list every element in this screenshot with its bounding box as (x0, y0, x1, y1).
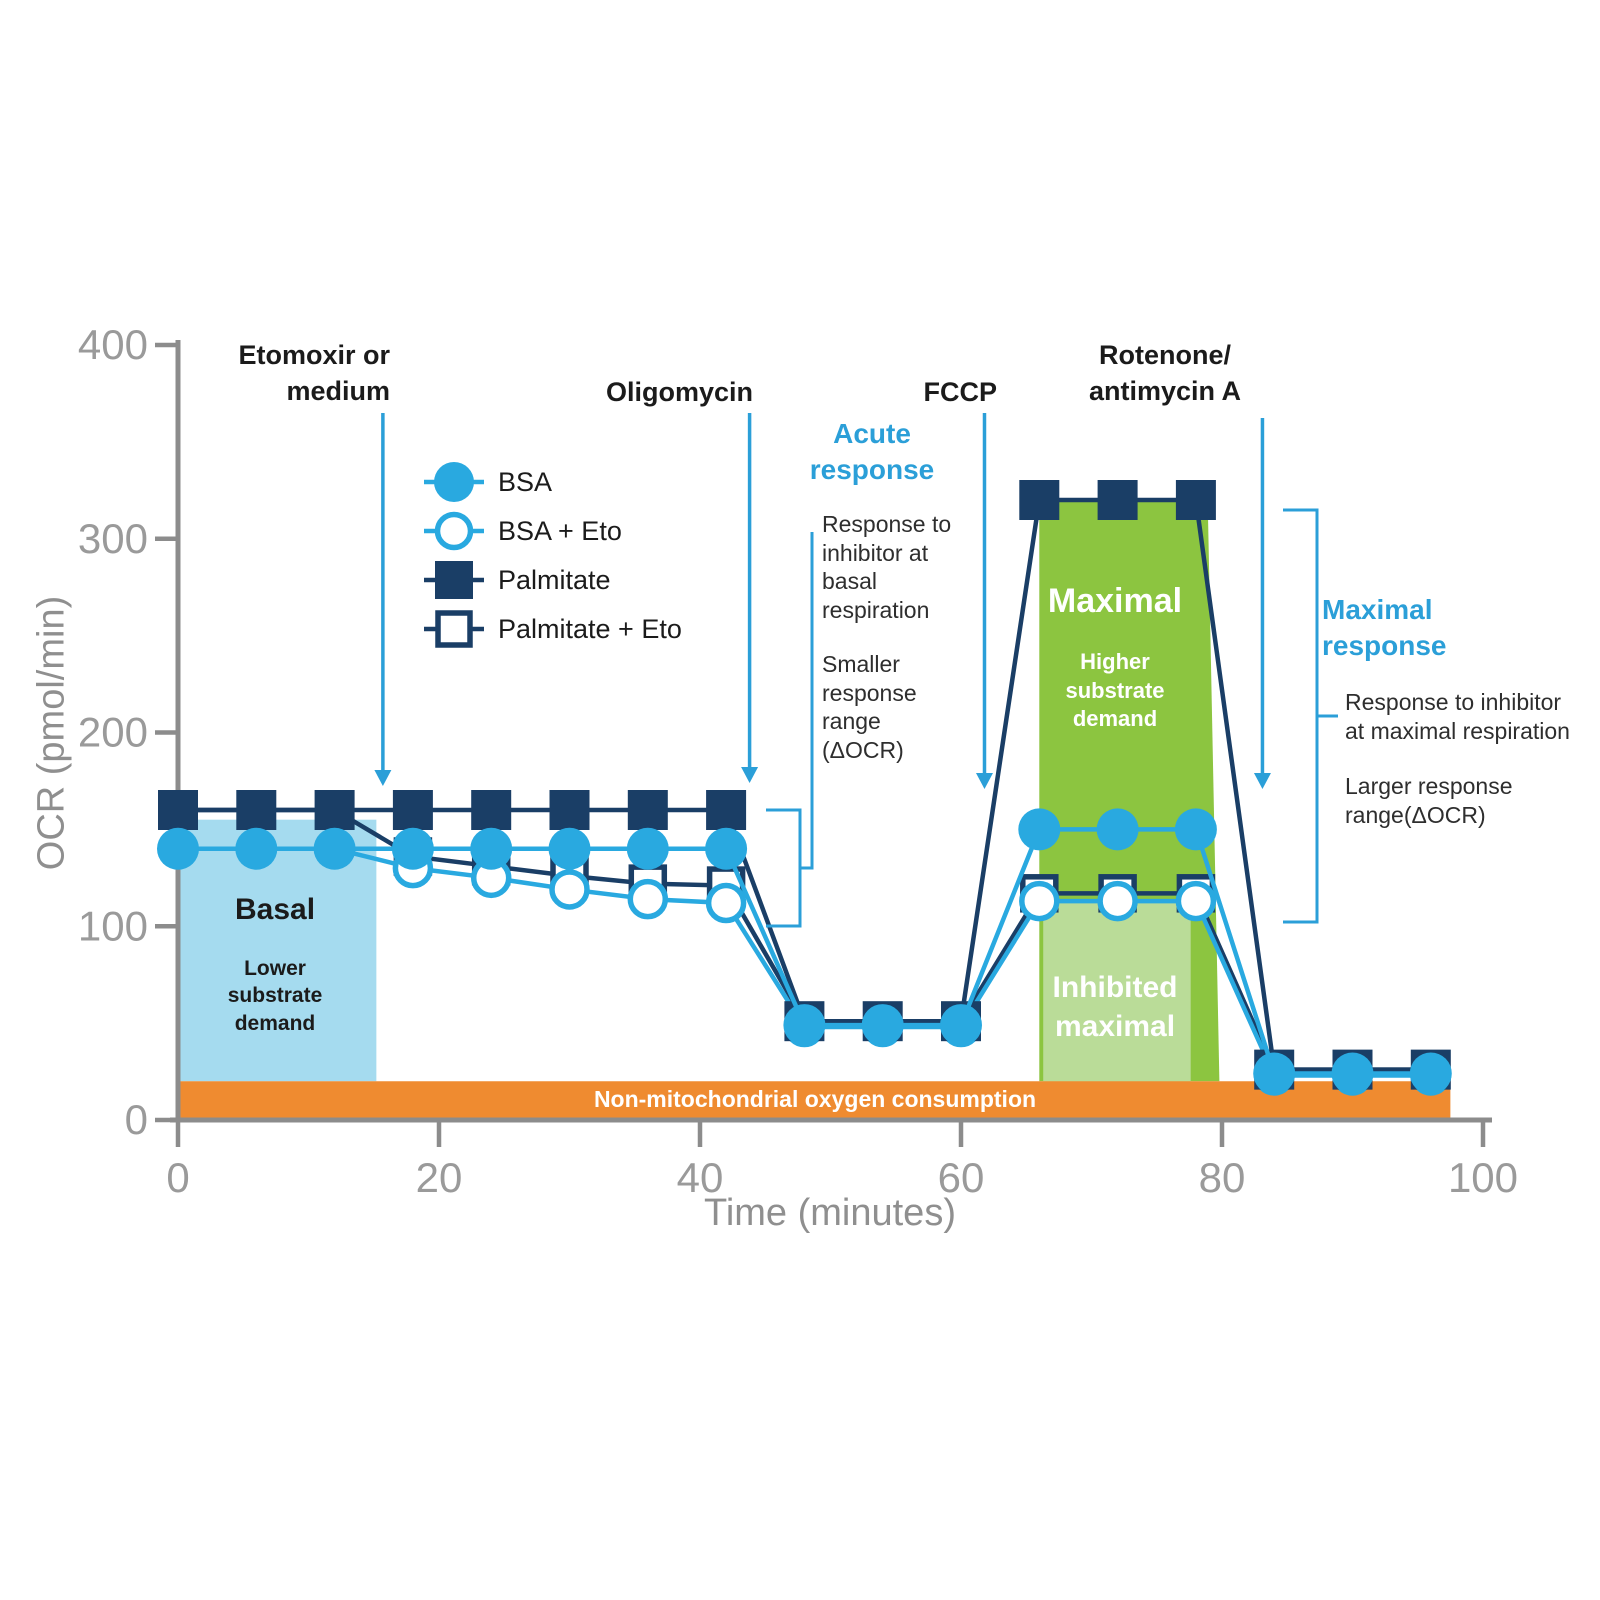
open-circle-legend-icon (424, 511, 484, 551)
legend-item-palmitate: Palmitate (422, 558, 682, 602)
y-axis-title: OCR (pmol/min) (30, 595, 73, 871)
legend-item-bsa: BSA (422, 460, 682, 504)
maximal-region-title: Maximal (1047, 582, 1183, 620)
acute-response-text-1: Response to inhibitor at basal respirati… (822, 511, 952, 623)
oligomycin-label: Oligomycin (605, 377, 753, 407)
legend-label: BSA (498, 466, 553, 497)
inhibited-maximal-label: Inhibited maximal (1052, 971, 1178, 1043)
series-bsa (157, 808, 1452, 1095)
rotenone-arrow (1253, 418, 1271, 789)
rotenone-label: Rotenone/ antimycin A (1088, 340, 1242, 406)
maximal-response-text-2: Larger response range(ΔOCR) (1345, 773, 1513, 828)
legend-label: BSA + Eto (498, 515, 622, 546)
basal-region-title: Basal (234, 893, 316, 926)
non-mitochondrial-bar (178, 1081, 1451, 1119)
maximal-response-bracket (1283, 508, 1338, 924)
acute-response-heading: Acute response (809, 418, 935, 485)
legend-label: Palmitate (498, 564, 611, 595)
oligomycin-arrow (741, 413, 759, 783)
x-tick-label: 40 (677, 1154, 724, 1201)
filled-circle-legend-icon (424, 462, 484, 502)
acute-response-text-2: Smaller response range (ΔOCR) (822, 651, 917, 763)
y-tick-label: 100 (78, 902, 148, 949)
maximal-response-heading: Maximal response (1322, 594, 1447, 661)
y-tick-label: 0 (125, 1096, 148, 1143)
acute-response-bracket (766, 532, 814, 928)
x-tick-label: 100 (1448, 1154, 1518, 1201)
x-tick-label: 60 (938, 1154, 985, 1201)
open-square-legend-icon (424, 610, 484, 648)
y-tick-label: 300 (78, 515, 148, 562)
fccp-label: FCCP (923, 377, 998, 407)
basal-region-subtitle: Lower substrate demand (227, 957, 323, 1035)
etomoxir-label: Etomoxir or medium (238, 340, 390, 406)
y-tick-label: 200 (78, 709, 148, 756)
fccp-arrow (975, 413, 993, 789)
axes: 0 100 200 300 400 0 20 40 60 80 100 (78, 321, 1518, 1201)
etomoxir-arrow (374, 413, 392, 786)
legend-item-palmitate-eto: Palmitate + Eto (422, 607, 682, 651)
y-tick-label: 400 (78, 321, 148, 368)
maximal-response-text-1: Response to inhibitor at maximal respira… (1345, 689, 1570, 744)
x-axis-title: Time (minutes) (704, 1192, 956, 1234)
legend-label: Palmitate + Eto (498, 613, 682, 644)
non-mitochondrial-label: Non-mitochondrial oxygen consumption (593, 1086, 1037, 1112)
maximal-region-subtitle: Higher substrate demand (1065, 649, 1165, 732)
x-tick-label: 80 (1199, 1154, 1246, 1201)
x-tick-label: 20 (416, 1154, 463, 1201)
x-tick-label: 0 (166, 1154, 189, 1201)
filled-square-legend-icon (424, 561, 484, 599)
inhibited-maximal-box (1043, 903, 1191, 1082)
legend-item-bsa-eto: BSA + Eto (422, 509, 682, 553)
